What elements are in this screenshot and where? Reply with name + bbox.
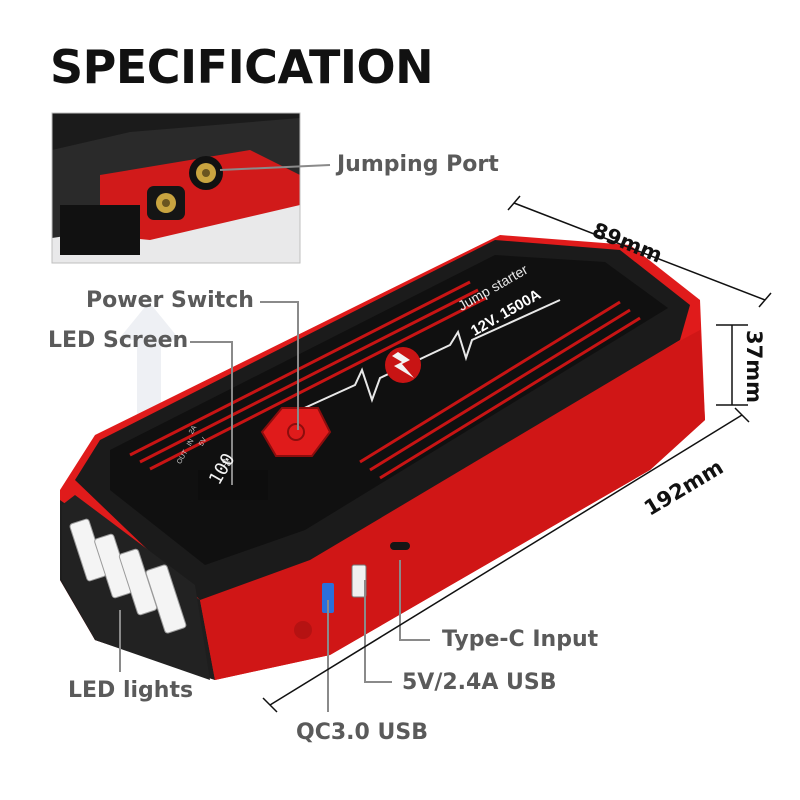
type-c-port [390,542,410,550]
led-screen-label: LED Screen [48,328,189,353]
qc30-usb-port [322,583,334,613]
usb-5v-port [351,564,367,598]
screen-percent: % [222,458,231,469]
callout-lines [119,164,430,712]
jump-starter-device [60,235,705,680]
jumping-port-inset [51,112,301,264]
page-title: SPECIFICATION [50,40,434,94]
qc30-usb-label: QC3.0 USB [296,720,428,745]
led-lights-label: LED lights [68,678,194,703]
power-switch-label: Power Switch [86,288,254,313]
usb-5v-label: 5V/2.4A USB [402,670,557,695]
jumping-port-label: Jumping Port [337,152,499,177]
height-dimension: 37mm [742,330,766,403]
dimension-lines [262,195,772,713]
type-c-input-label: Type-C Input [442,627,599,652]
